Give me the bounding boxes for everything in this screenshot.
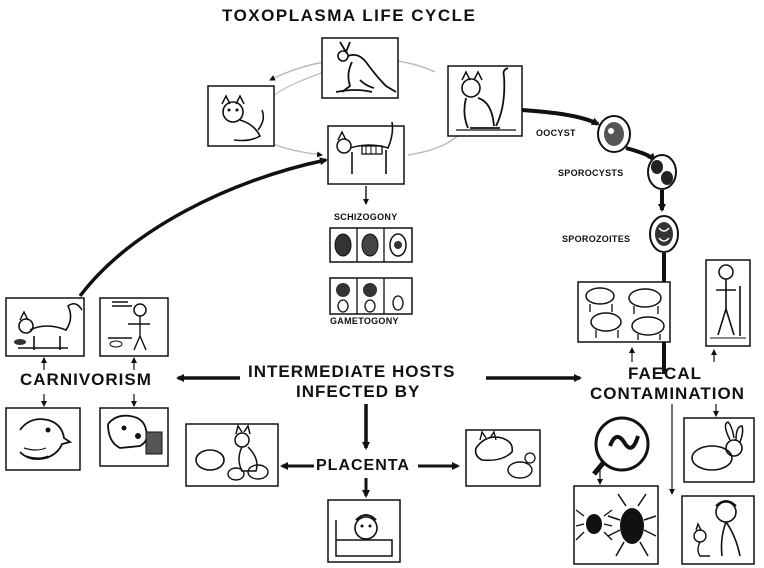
label-schizogony: SCHIZOGONY [334,212,398,222]
kitten-icon [207,85,275,147]
eagle-icon [5,407,81,471]
kangaroo-icon [321,37,399,99]
baby-icon [327,499,401,563]
gametogony-cells-icon [329,277,413,315]
butcher-icon [99,297,169,357]
schizogony-cells-icon [329,227,413,263]
label-carnivorism: CARNIVORISM [20,370,152,389]
label-infected-by: INFECTED BY [296,382,421,401]
arrow-to-oocyst [521,108,600,126]
label-contamination: CONTAMINATION [590,384,745,403]
farmer-icon [705,259,751,347]
label-placenta: PLACENTA [316,457,410,474]
arrow-carnivorism-to-cat [78,157,328,298]
oocyst-icon [597,115,631,153]
label-faecal: FAECAL [628,364,702,383]
sporocysts-icon [647,154,677,190]
rabbit-icon [683,417,755,483]
label-oocyst: OOCYST [536,128,576,138]
cat-eating-icon [5,297,85,357]
earthworm-magnifier-icon [592,416,650,476]
sporozoites-icon [649,215,679,253]
livestock-icon [577,281,671,343]
rodents-icon [185,423,279,487]
insects-icon [573,485,659,565]
dog-icon [99,407,169,467]
label-gametogony: GAMETOGONY [330,316,399,326]
cat-with-kittens-icon [465,429,541,487]
child-with-cat-icon [681,495,755,565]
cat-icon [447,65,523,137]
label-intermediate-hosts: INTERMEDIATE HOSTS [248,362,456,381]
arrow-to-sporocysts [625,146,656,162]
label-sporozoites: SPOROZOITES [562,234,631,244]
diagram-title: TOXOPLASMA LIFE CYCLE [222,6,477,25]
cat-intestine-icon [327,121,405,185]
label-sporocysts: SPOROCYSTS [558,168,624,178]
